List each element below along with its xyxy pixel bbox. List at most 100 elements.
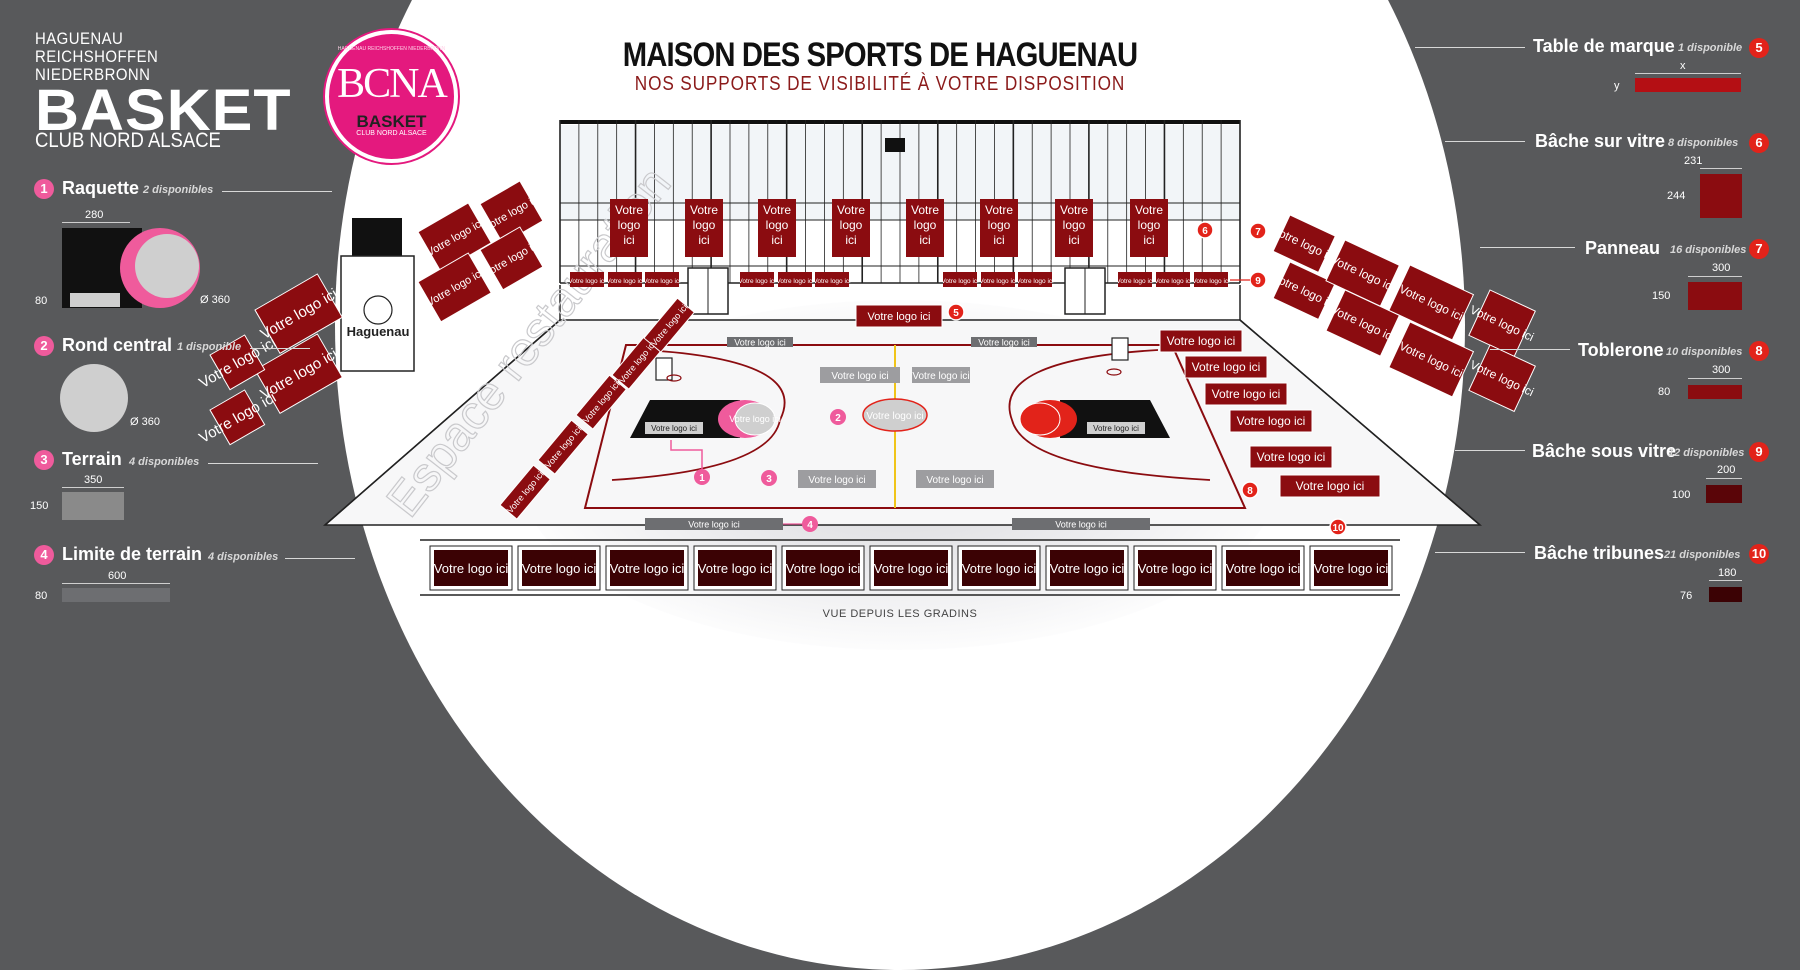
swatch-raquette-circle (135, 234, 199, 298)
swatch-raquette-strip (70, 293, 120, 307)
limite-strip-text: Votre logo ici (1055, 520, 1107, 530)
limite-strip-text: Votre logo ici (978, 338, 1030, 348)
floor-edge-left (324, 319, 561, 526)
panneau-left-lower-2-bg (254, 333, 344, 414)
marker-6-label: 6 (1202, 226, 1208, 237)
bache-sous-vitre-text: Votre logo ici (568, 278, 605, 285)
terrain-sticker-text: Votre logo ici (808, 475, 865, 486)
terrain-sticker-3 (798, 470, 876, 488)
swatch-rond-central (60, 364, 128, 432)
legend-line-1 (222, 191, 332, 192)
bcna-logo-sub: CLUB NORD ALSACE (356, 130, 427, 137)
legend-title-table-de-marque: Table de marque (1533, 36, 1675, 56)
bache-sur-vitre-text: Votre (911, 203, 939, 217)
legend-line-3 (208, 463, 318, 464)
marker-10-label: 10 (1332, 523, 1344, 534)
bache-sur-vitre-text: ici (1143, 233, 1154, 247)
marker-10-dot (1329, 518, 1347, 536)
marker-2-dot (830, 409, 846, 425)
marker-4-label: 4 (807, 520, 813, 531)
bache-sur-vitre-text: ici (1068, 233, 1079, 247)
scoreboard (885, 138, 905, 152)
bache-sous-vitre-text: Votre logo ici (813, 278, 850, 285)
bache-sur-vitre-2 (685, 199, 723, 257)
bache-sous-vitre-text: Votre logo ici (1116, 278, 1153, 285)
bache-sur-vitre-text: logo (766, 218, 789, 232)
legend-line-2 (250, 348, 310, 349)
dim-height-toblerone: 80 (1658, 386, 1671, 398)
dim-height-bache-sur-vitre: 244 (1667, 190, 1686, 202)
toblerone-right-3: Votre logo ici (1204, 382, 1288, 406)
three-point-right (1008, 349, 1211, 481)
bache-sur-vitre-text: Votre (763, 203, 791, 217)
legend-badge-3: 3 (34, 450, 54, 470)
bache-tribune-1 (434, 550, 508, 586)
bache-sur-vitre-text: Votre (1135, 203, 1163, 217)
bache-tribune-3 (610, 550, 684, 586)
floor-edge-right (1239, 319, 1481, 526)
bache-sur-vitre-text: logo (618, 218, 641, 232)
bache-sous-vitre-1 (570, 272, 604, 287)
bcna-logo-top: HAGUENAU REICHSHOFFEN NIEDERBRONN (337, 46, 446, 52)
bache-sous-vitre-7 (943, 272, 977, 287)
club-line-3: NIEDERBRONN (35, 65, 151, 84)
dim-line (1688, 378, 1742, 379)
panneau-left-lower-4-bg (209, 389, 266, 446)
panneau-left-upper-2: Votre logo ici (417, 252, 492, 323)
bache-sous-vitre-text: Votre logo ici (776, 278, 813, 285)
dim-height-raquette: 80 (35, 295, 48, 307)
marker-1-label: 1 (699, 473, 705, 484)
legend-title-bache-sur-vitre: Bâche sur vitre (1535, 131, 1666, 151)
bache-sous-vitre-10 (1118, 272, 1152, 287)
bcna-logo-letters: BCNA (337, 61, 448, 107)
legend-avail-rond-central: 1 disponible (177, 341, 242, 353)
raquette-right-strip-text: Votre logo ici (1093, 424, 1139, 433)
bache-sur-vitre-text: ici (845, 233, 856, 247)
marker-3-dot (761, 470, 777, 486)
bache-sur-vitre-text: logo (914, 218, 937, 232)
bache-sous-vitre-3 (645, 272, 679, 287)
marker-6-dot (1196, 221, 1214, 239)
bache-sous-vitre-text: Votre logo ici (1192, 278, 1229, 285)
bache-tribune-text: Votre logo ici (522, 561, 597, 576)
bache-sous-vitre-text: Votre logo ici (606, 278, 643, 285)
bache-sous-vitre-12 (1194, 272, 1228, 287)
toblerone-right-1-text: Votre logo ici (1167, 334, 1236, 348)
bache-sur-vitre-text: ici (698, 233, 709, 247)
bache-tribune-text: Votre logo ici (1314, 561, 1389, 576)
center-circle (862, 398, 928, 432)
hoop-left (666, 374, 682, 382)
panneau-right-1-bg (1272, 214, 1336, 274)
toblerone-right-2-text: Votre logo ici (1192, 360, 1261, 374)
bache-tribune-text: Votre logo ici (610, 561, 685, 576)
center-circle-text: Votre logo ici (866, 411, 923, 422)
marker-7-label: 7 (1255, 227, 1261, 238)
bcna-logo: HAGUENAU REICHSHOFFEN NIEDERBRONN BCNA B… (325, 30, 458, 163)
dim-width-bache-tribunes: 180 (1718, 567, 1737, 579)
toblerone-right-3-bg (1204, 382, 1288, 406)
bache-sous-vitre-11 (1156, 272, 1190, 287)
dim-height-limite: 80 (35, 590, 48, 602)
raquette-left-circle (734, 402, 776, 436)
toblerone-right-3-text: Votre logo ici (1212, 387, 1281, 401)
legend-line-7 (1480, 247, 1575, 248)
limite-strip-2 (971, 337, 1037, 347)
bache-sur-vitre-8 (1130, 199, 1168, 257)
legend-avail-table-de-marque: 1 disponible (1678, 42, 1743, 54)
dim-height-terrain: 150 (30, 500, 49, 512)
limite-strip-3 (645, 518, 783, 530)
panneau-right-6-bg (1388, 321, 1475, 398)
club-line-1: HAGUENAU (35, 29, 124, 48)
legend-avail-bache-sur-vitre: 8 disponibles (1668, 137, 1739, 149)
bache-sous-vitre-4 (740, 272, 774, 287)
bache-sous-vitre-text: Votre logo ici (1016, 278, 1053, 285)
limite-strip-4 (1012, 518, 1150, 530)
table-de-marque (855, 304, 943, 328)
bcna-logo-basket: BASKET (356, 112, 427, 131)
swatch-bache-sur-vitre (1700, 174, 1742, 218)
toblerone-right-6-bg (1279, 474, 1381, 498)
marker-8-dot (1241, 481, 1259, 499)
legend-line-6 (1445, 141, 1525, 142)
dim-height-panneau: 150 (1652, 290, 1671, 302)
terrain-sticker-2 (912, 367, 970, 383)
